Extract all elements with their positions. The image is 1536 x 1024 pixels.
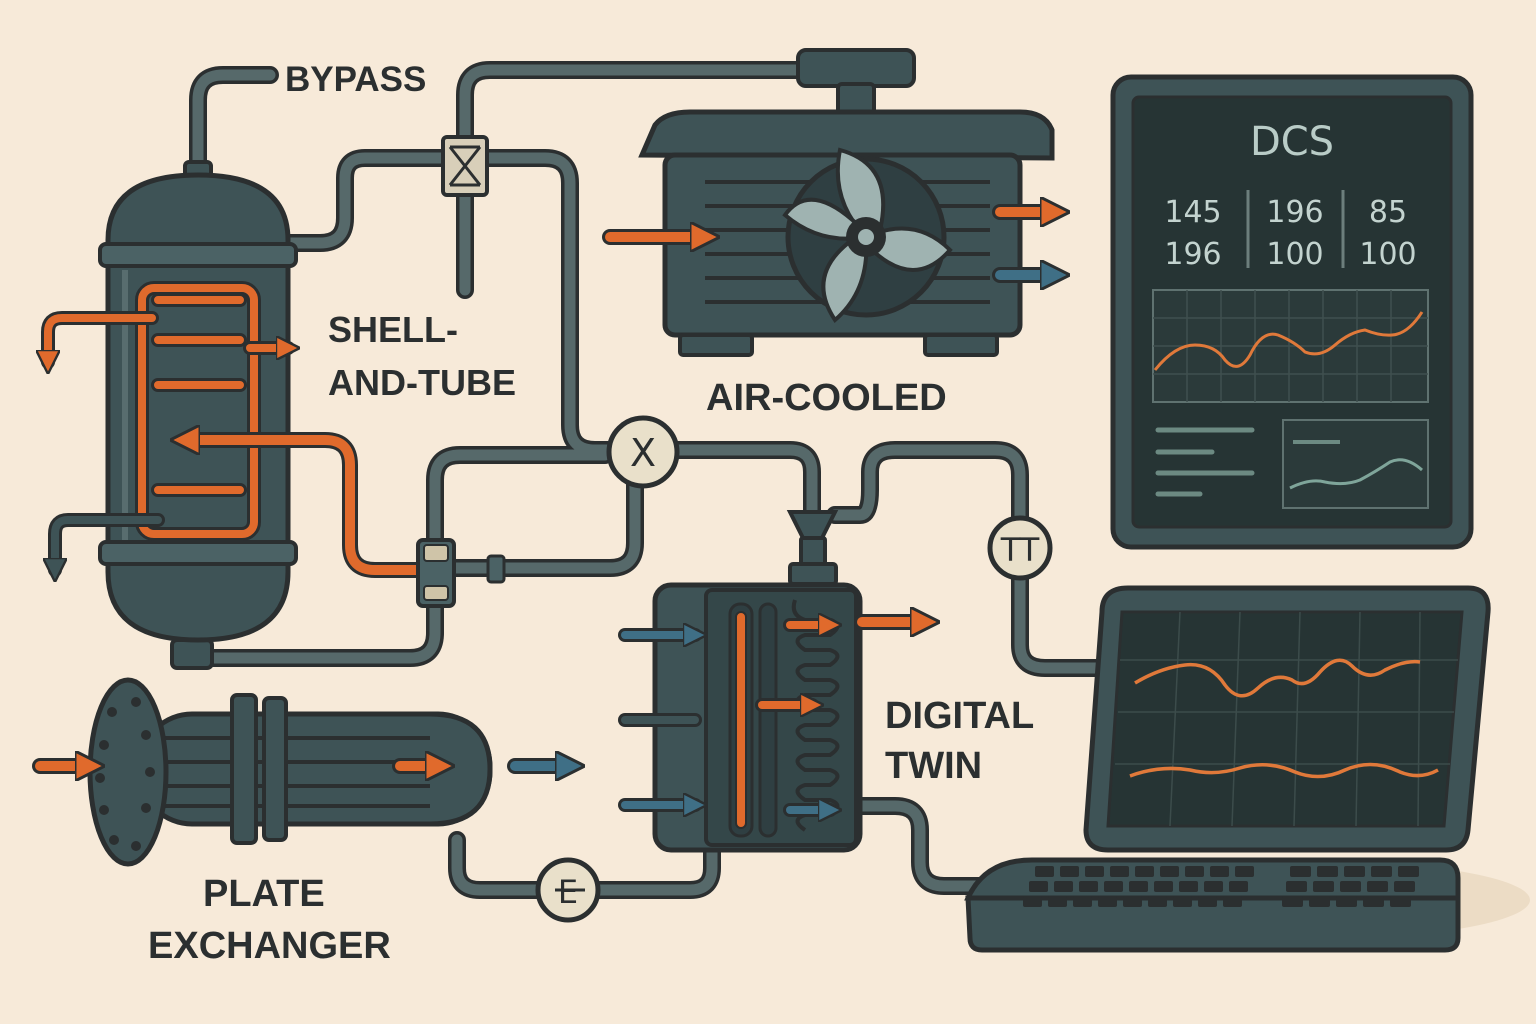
keyboard-key[interactable]: [1060, 866, 1079, 877]
temperature-transmitter[interactable]: TT: [987, 515, 1053, 581]
labels: BYPASS SHELL- AND-TUBE AIR-COOLED DIGITA…: [148, 60, 1034, 967]
dcs-trend-chart: [1152, 289, 1429, 403]
keyboard-key[interactable]: [1185, 866, 1204, 877]
keyboard-key[interactable]: [1029, 881, 1048, 892]
digital-twin-laptop[interactable]: [964, 585, 1530, 953]
keyboard-key[interactable]: [1179, 881, 1198, 892]
keyboard-key[interactable]: [1336, 896, 1357, 907]
keyboard-key[interactable]: [1210, 866, 1229, 877]
keyboard-key[interactable]: [1098, 896, 1117, 907]
keyboard-key[interactable]: [1079, 881, 1098, 892]
mixing-tee: [416, 538, 506, 608]
shell-and-tube-exchanger: [48, 160, 428, 670]
keyboard-key[interactable]: [1123, 896, 1142, 907]
digital-twin-label-line1: DIGITAL: [885, 695, 1034, 737]
keyboard-key[interactable]: [1286, 881, 1307, 892]
keyboard-key[interactable]: [1073, 896, 1092, 907]
shell-label-line2: AND-TUBE: [328, 362, 516, 403]
dcs-reading-3a: 85: [1369, 195, 1407, 230]
keyboard-key[interactable]: [1129, 881, 1148, 892]
tt-label: TT: [1000, 531, 1040, 569]
flow-element-label: E: [558, 873, 578, 911]
dcs-reading-1b: 196: [1164, 237, 1221, 272]
keyboard-key[interactable]: [1204, 881, 1223, 892]
dcs-status-bars: [1155, 427, 1255, 497]
keyboard-key[interactable]: [1173, 896, 1192, 907]
keyboard-key[interactable]: [1367, 881, 1388, 892]
plate-frame-exchanger: [618, 510, 925, 853]
keyboard-key[interactable]: [1048, 896, 1067, 907]
plate-exchanger-label-line1: PLATE: [203, 873, 325, 915]
keyboard-key[interactable]: [1363, 896, 1384, 907]
keyboard-key[interactable]: [1148, 896, 1167, 907]
keyboard-key[interactable]: [1371, 866, 1392, 877]
keyboard-key[interactable]: [1135, 866, 1154, 877]
keyboard-key[interactable]: [1340, 881, 1361, 892]
flow-element[interactable]: E: [535, 857, 601, 923]
keyboard-key[interactable]: [1344, 866, 1365, 877]
bypass-label: BYPASS: [285, 60, 426, 99]
keyboard-key[interactable]: [1054, 881, 1073, 892]
keyboard-key[interactable]: [1104, 881, 1123, 892]
keyboard-key[interactable]: [1235, 866, 1254, 877]
keyboard-key[interactable]: [1317, 866, 1338, 877]
control-valve-label: X: [630, 431, 656, 475]
keyboard-key[interactable]: [1229, 881, 1248, 892]
keyboard[interactable]: [1023, 866, 1419, 907]
keyboard-key[interactable]: [1085, 866, 1104, 877]
plate-exchanger-label-line2: EXCHANGER: [148, 925, 391, 967]
keyboard-key[interactable]: [1223, 896, 1242, 907]
bypass-valve[interactable]: [441, 135, 489, 197]
keyboard-key[interactable]: [1290, 866, 1311, 877]
keyboard-key[interactable]: [1282, 896, 1303, 907]
keyboard-key[interactable]: [1035, 866, 1054, 877]
keyboard-key[interactable]: [1390, 896, 1411, 907]
keyboard-key[interactable]: [1398, 866, 1419, 877]
dcs-reading-2b: 100: [1266, 237, 1323, 272]
keyboard-key[interactable]: [1394, 881, 1415, 892]
keyboard-key[interactable]: [1313, 881, 1334, 892]
keyboard-key[interactable]: [1198, 896, 1217, 907]
keyboard-key[interactable]: [1023, 896, 1042, 907]
tubular-exchanger: [32, 677, 570, 867]
dcs-title: DCS: [1250, 119, 1334, 165]
digital-twin-label-line2: TWIN: [885, 745, 982, 787]
dcs-reading-2a: 196: [1266, 195, 1323, 230]
shell-label-line1: SHELL-: [328, 309, 458, 350]
keyboard-key[interactable]: [1154, 881, 1173, 892]
dcs-reading-1a: 145: [1164, 195, 1221, 230]
fan: [782, 147, 953, 323]
dcs-mini-chart: [1282, 419, 1429, 509]
keyboard-key[interactable]: [1309, 896, 1330, 907]
air-cooled-label: AIR-COOLED: [706, 377, 947, 419]
dcs-reading-3b: 100: [1359, 237, 1416, 272]
keyboard-key[interactable]: [1110, 866, 1129, 877]
air-cooled-exchanger: [602, 48, 1055, 357]
control-valve[interactable]: X: [606, 415, 680, 489]
keyboard-key[interactable]: [1160, 866, 1179, 877]
dcs-panel[interactable]: DCS 145 196 196 100 85 100: [1110, 74, 1474, 550]
